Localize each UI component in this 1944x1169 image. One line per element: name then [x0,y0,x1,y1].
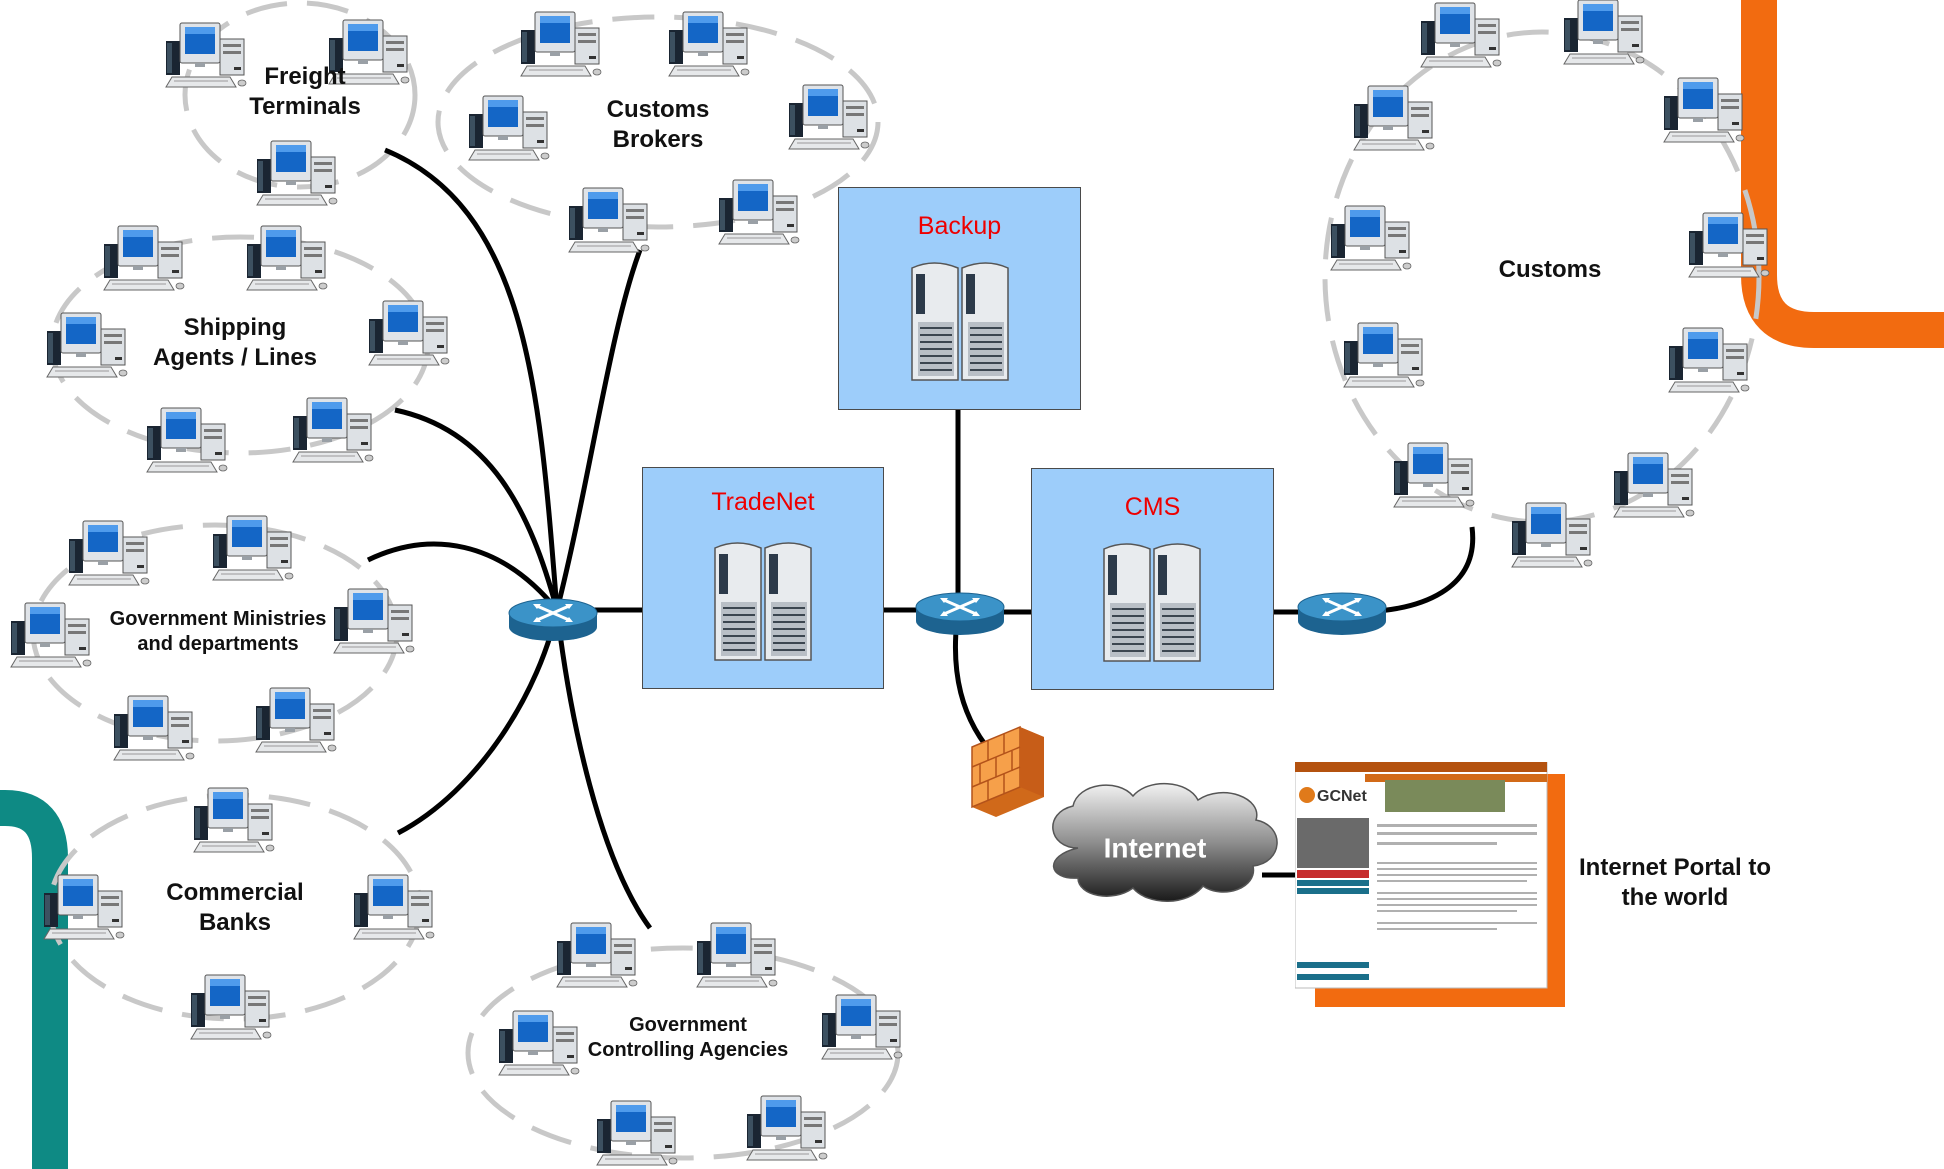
desktop-computer-icon [291,396,377,464]
link-brokers [554,249,643,611]
desktop-computer-icon [112,694,198,762]
desktop-computer-icon [1667,326,1753,394]
desktop-computer-icon [717,178,803,246]
backup-label: Backup [917,212,1002,240]
desktop-computer-icon [1612,451,1698,519]
desktop-computer-icon [567,186,653,254]
internet-label: Internet [1103,832,1207,864]
tradenet-server-box: TradeNet [642,467,884,689]
orange-band [1741,0,1944,348]
desktop-computer-icon [595,1099,681,1167]
server-rack-icon [1100,537,1204,663]
desktop-computer-icon [1342,321,1428,389]
desktop-computer-icon [467,94,553,162]
portal-logo: GCNet [1317,788,1367,805]
desktop-computer-icon [211,514,297,582]
desktop-computer-icon [497,1009,583,1077]
desktop-computer-icon [367,299,453,367]
desktop-computer-icon [1352,84,1438,152]
desktop-computer-icon [1510,501,1596,569]
desktop-computer-icon [1419,1,1505,69]
desktop-computer-icon [1662,76,1748,144]
link-agencies [554,609,653,930]
desktop-computer-icon [42,873,128,941]
router-icon [1296,591,1388,637]
cms-server-box: CMS [1031,468,1274,690]
desktop-computer-icon [695,921,781,989]
link-banks [396,609,560,836]
desktop-computer-icon [189,973,275,1041]
desktop-computer-icon [787,83,873,151]
cms-label: CMS [1124,493,1181,521]
desktop-computer-icon [255,139,341,207]
server-rack-icon [908,256,1012,382]
firewall-icon [971,725,1044,817]
teal-band [0,790,68,1169]
cloud-icon [1052,783,1278,902]
desktop-computer-icon [164,21,250,89]
freight-ring [182,0,418,190]
brokers-ring [435,14,881,230]
portal-screenshot: GCNet [1295,762,1565,1007]
customs-label: Customs [1498,256,1602,283]
link-freight [384,147,560,611]
server-rack-icon [711,536,815,662]
link-ministries [366,541,559,612]
desktop-computer-icon [332,587,418,655]
router-icon [507,597,599,643]
desktop-computer-icon [192,786,278,854]
router-icon [914,591,1006,637]
desktop-computer-icon [1392,441,1478,509]
desktop-computer-icon [9,601,95,669]
desktop-computer-icon [519,10,605,78]
desktop-computer-icon [1687,211,1773,279]
desktop-computer-icon [745,1094,831,1162]
tradenet-label: TradeNet [711,488,815,516]
desktop-computer-icon [145,406,231,474]
desktop-computer-icon [1562,0,1648,66]
desktop-computer-icon [1329,204,1415,272]
desktop-computer-icon [352,873,438,941]
desktop-computer-icon [45,311,131,379]
desktop-computer-icon [555,921,641,989]
desktop-computer-icon [67,519,153,587]
desktop-computer-icon [820,993,906,1061]
backup-server-box: Backup [838,187,1081,410]
desktop-computer-icon [102,224,188,292]
desktop-computer-icon [667,10,753,78]
desktop-computer-icon [245,224,331,292]
link-shipping [394,407,560,611]
desktop-computer-icon [254,686,340,754]
